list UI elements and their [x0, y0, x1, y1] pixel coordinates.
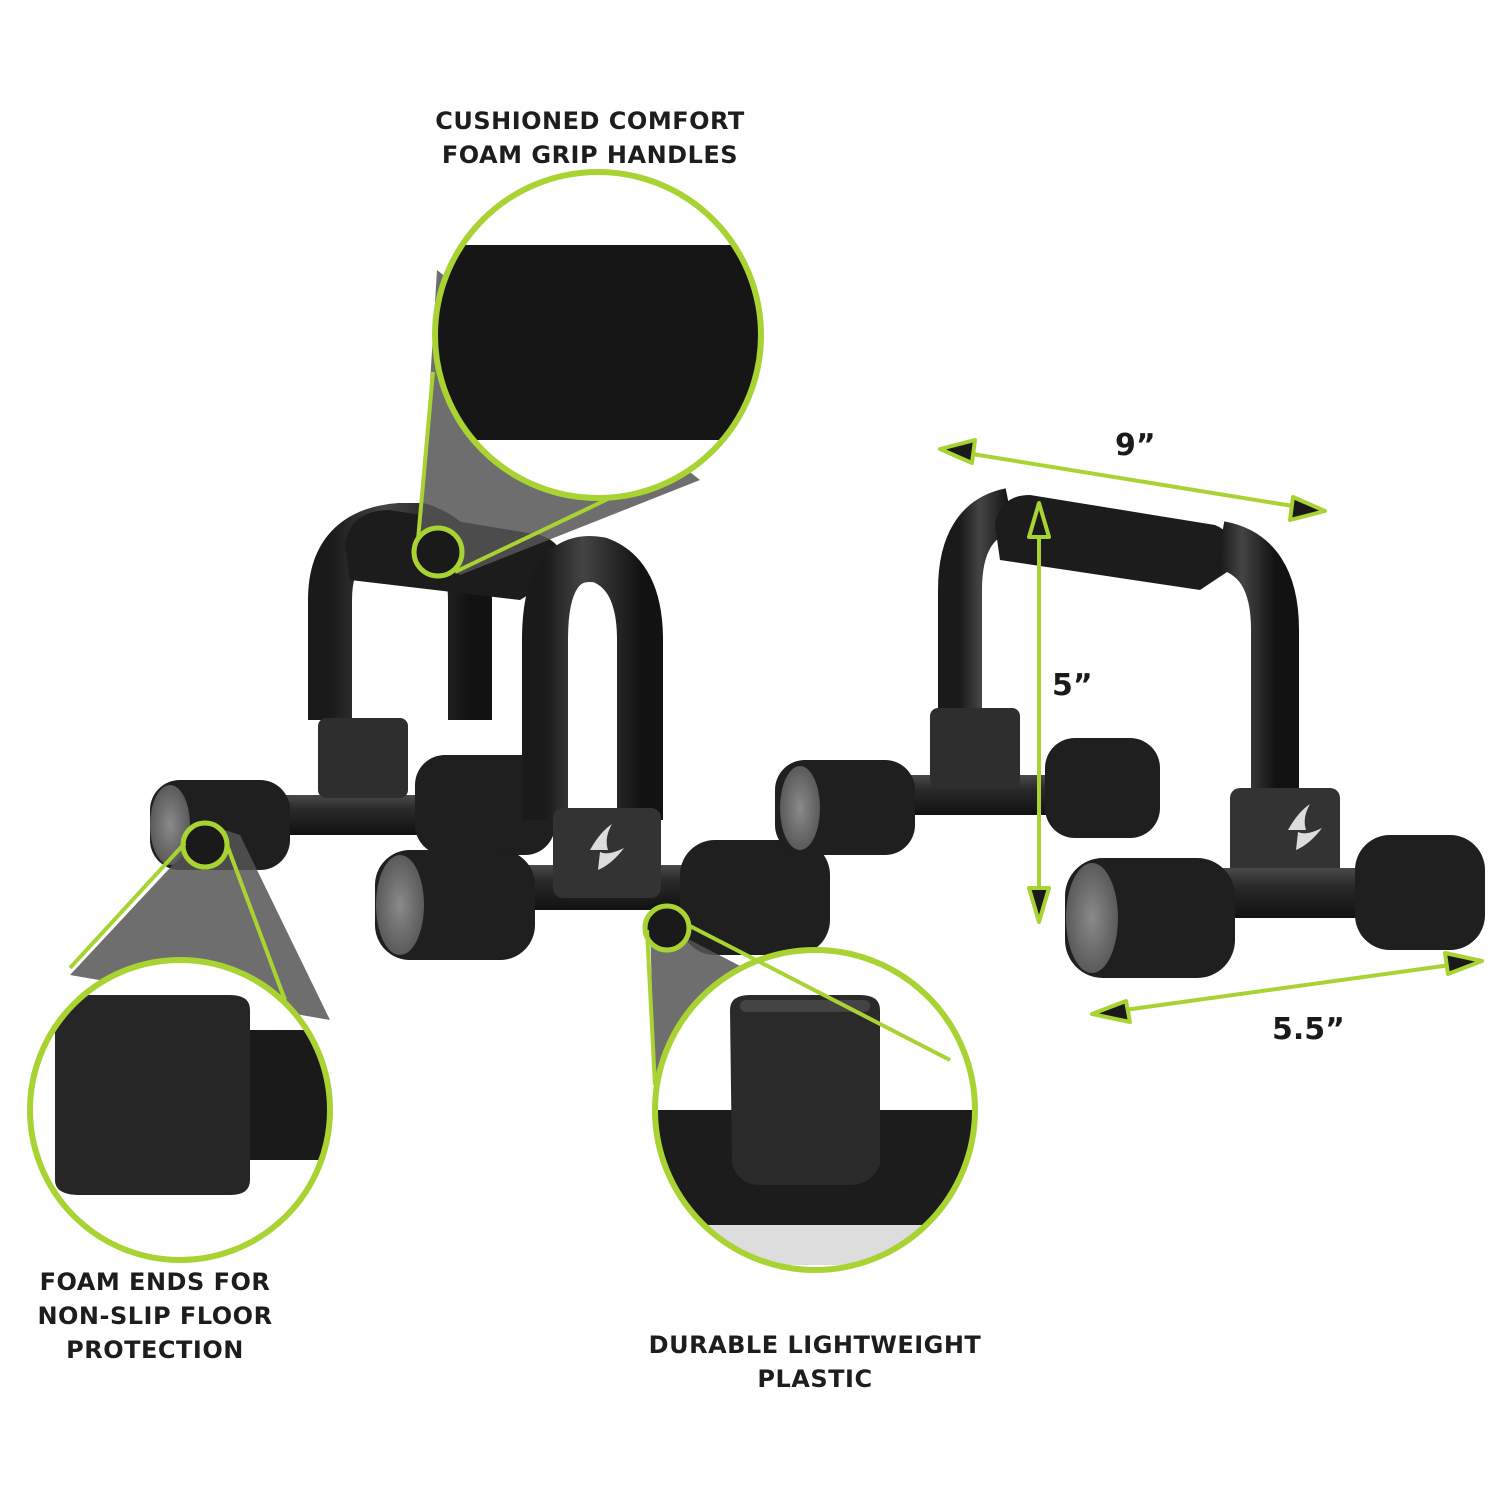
pushup-bar-left-back — [150, 503, 563, 870]
callout-plastic-line-2: PLASTIC — [757, 1365, 873, 1393]
callout-ends-line-1: FOAM ENDS FOR — [39, 1268, 271, 1296]
callout-grip-line-1: CUSHIONED COMFORT — [435, 107, 745, 135]
callout-plastic-label: DURABLE LIGHTWEIGHT PLASTIC — [640, 1328, 990, 1396]
dimension-width-label: 9” — [1115, 428, 1156, 463]
callout-ends-zoom — [27, 820, 333, 1263]
brand-swoosh-logo — [1288, 804, 1322, 850]
pushup-bar-right-front — [995, 495, 1485, 978]
callout-plastic-zoom — [642, 903, 978, 1273]
callout-ends-label: FOAM ENDS FOR NON-SLIP FLOOR PROTECTION — [20, 1265, 290, 1367]
callout-ends-line-2: NON-SLIP FLOOR — [37, 1302, 273, 1330]
dimension-arrow-width — [938, 438, 1327, 522]
callout-grip-label: CUSHIONED COMFORT FOAM GRIP HANDLES — [410, 104, 770, 172]
dimension-height-label: 5” — [1052, 668, 1093, 703]
callout-grip-zoom — [411, 169, 764, 579]
callout-ends-line-3: PROTECTION — [66, 1336, 244, 1364]
dimension-depth-label: 5.5” — [1272, 1012, 1345, 1047]
dimension-arrow-height — [1027, 501, 1051, 924]
pushup-bar-left-front — [375, 536, 830, 960]
dimension-arrow-depth — [1090, 951, 1484, 1024]
callout-plastic-line-1: DURABLE LIGHTWEIGHT — [648, 1331, 982, 1359]
callout-grip-line-2: FOAM GRIP HANDLES — [441, 141, 739, 169]
brand-swoosh-logo — [590, 824, 624, 870]
